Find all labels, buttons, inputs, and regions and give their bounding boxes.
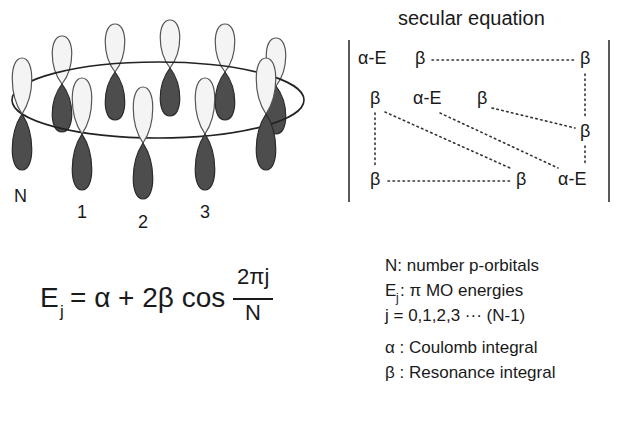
orbital-lobe-upper bbox=[52, 36, 72, 84]
fraction-bar bbox=[233, 298, 273, 300]
matrix-entry: β bbox=[370, 169, 380, 191]
note: : π MO energies bbox=[400, 281, 523, 301]
fraction-numerator: 2πj bbox=[237, 264, 269, 290]
orbital-lobe-upper bbox=[133, 87, 153, 143]
orbital-lobe-lower bbox=[105, 72, 125, 120]
orbital-label: 1 bbox=[77, 202, 87, 224]
matrix-entry: β bbox=[415, 48, 425, 70]
orbital-lobe-lower bbox=[12, 114, 32, 170]
orbital-lobe-upper bbox=[256, 58, 276, 114]
note: E bbox=[385, 281, 396, 301]
orbital-lobe-lower bbox=[215, 72, 235, 120]
formula-symbol: E bbox=[40, 281, 59, 315]
note: β : Resonance integral bbox=[385, 363, 555, 383]
note-subscript: j bbox=[396, 291, 399, 305]
p-orbitals-back bbox=[52, 20, 286, 134]
orbital-label: 3 bbox=[200, 202, 210, 224]
determinant-bar bbox=[348, 40, 350, 202]
orbital-lobe-upper bbox=[72, 78, 92, 134]
p-orbitals-front bbox=[12, 58, 276, 199]
orbital-lobe-lower bbox=[195, 134, 215, 190]
orbital-lobe-upper bbox=[12, 58, 32, 114]
fraction-denominator: N bbox=[245, 300, 261, 326]
matrix-entry: α-E bbox=[358, 48, 386, 70]
orbital-label: N bbox=[14, 186, 27, 208]
orbital-lobe-upper bbox=[195, 78, 215, 134]
matrix-entry: β bbox=[580, 48, 590, 70]
formula-subscript: j bbox=[60, 302, 64, 322]
formula-text: = α + 2β cos bbox=[70, 281, 225, 315]
matrix-entry: β bbox=[580, 121, 590, 143]
heading: secular equation bbox=[398, 6, 545, 30]
matrix-dots bbox=[375, 60, 585, 181]
determinant-bar bbox=[608, 40, 610, 202]
note: N: number p-orbitals bbox=[385, 256, 539, 276]
orbital-lobe-lower bbox=[133, 143, 153, 199]
matrix-entry: β bbox=[516, 169, 526, 191]
orbital-label: 2 bbox=[138, 212, 148, 234]
orbital-lobe-lower bbox=[160, 68, 180, 116]
orbital-lobe-lower bbox=[256, 114, 276, 170]
matrix-entry: β bbox=[370, 88, 380, 110]
matrix-entry: β bbox=[477, 88, 487, 110]
orbital-lobe-lower bbox=[72, 134, 92, 190]
note: α : Coulomb integral bbox=[385, 338, 538, 358]
orbital-lobe-upper bbox=[160, 20, 180, 68]
orbital-lobe-lower bbox=[52, 84, 72, 132]
matrix-entry: α-E bbox=[413, 88, 441, 110]
matrix-entry: α-E bbox=[558, 169, 586, 191]
note: j = 0,1,2,3 ··· (N-1) bbox=[385, 306, 525, 326]
